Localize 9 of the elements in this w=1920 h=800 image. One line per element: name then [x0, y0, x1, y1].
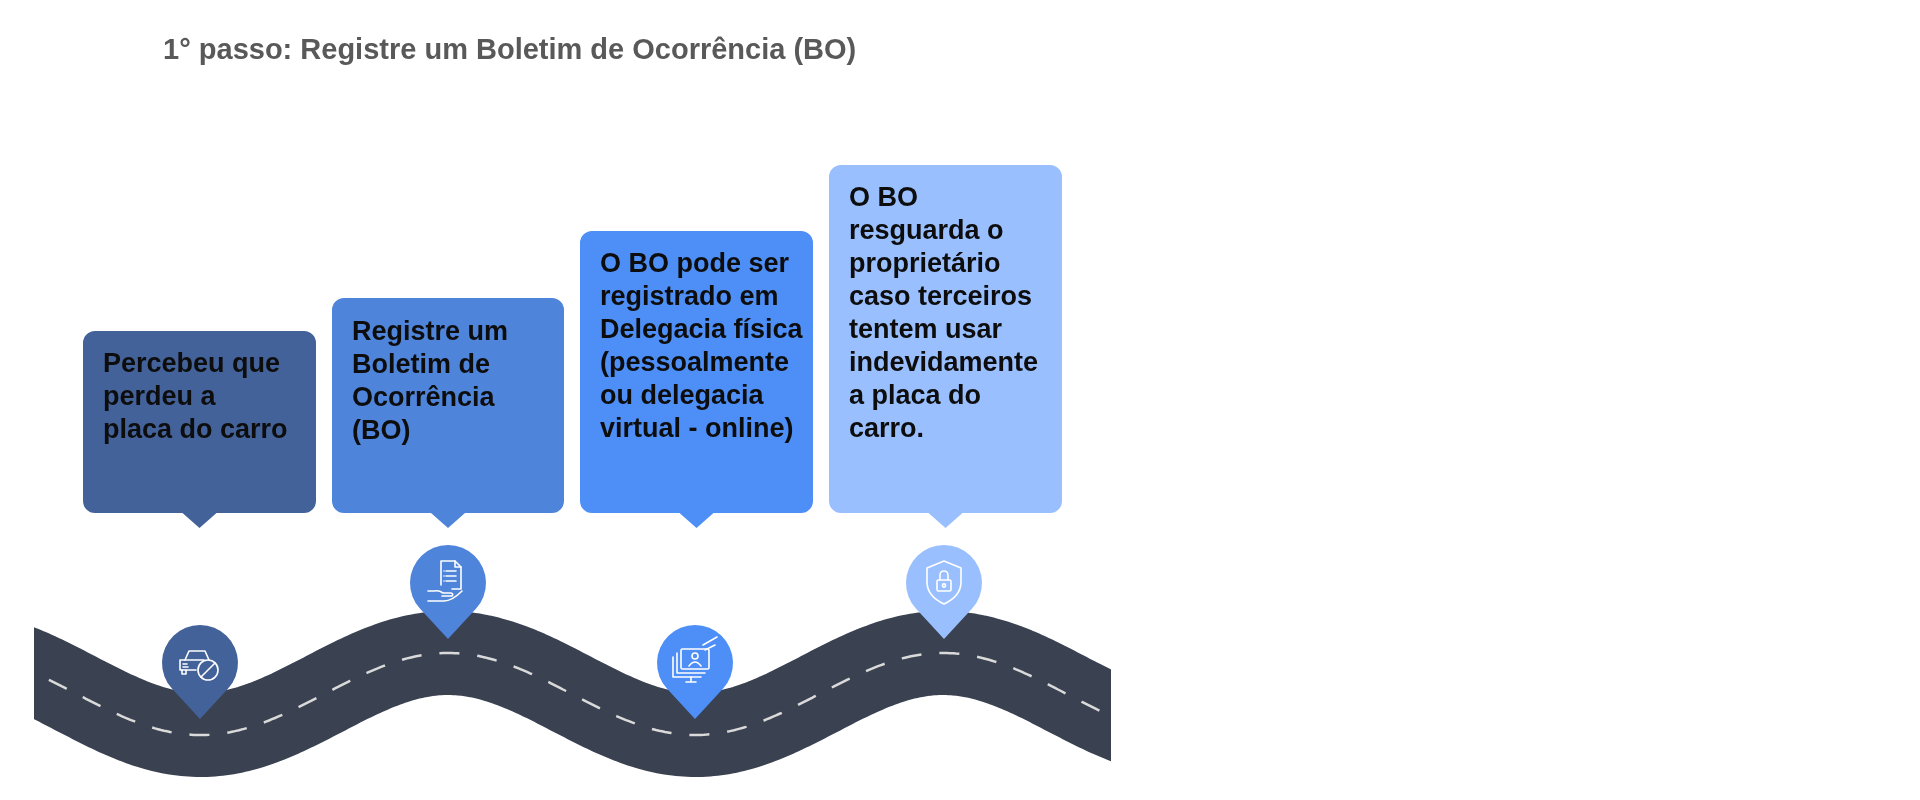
page-title: 1° passo: Registre um Boletim de Ocorrência (BO) [163, 33, 857, 66]
callout-box [83, 331, 316, 528]
callout-box [829, 165, 1062, 528]
callout-text: O BO resguarda o proprietário caso terceiros tentem usar indevidamente a placa do carro. [849, 181, 1040, 445]
callout-text: Registre um Boletim de Ocorrência (BO) [352, 315, 510, 447]
callout-box [332, 298, 564, 528]
callout-text: Percebeu que perdeu a placa do carro [103, 347, 289, 446]
callout-box [580, 231, 813, 528]
callout-text: O BO pode ser registrado em Delegacia física (pessoalmente ou delegacia virtual - online) [600, 247, 804, 445]
